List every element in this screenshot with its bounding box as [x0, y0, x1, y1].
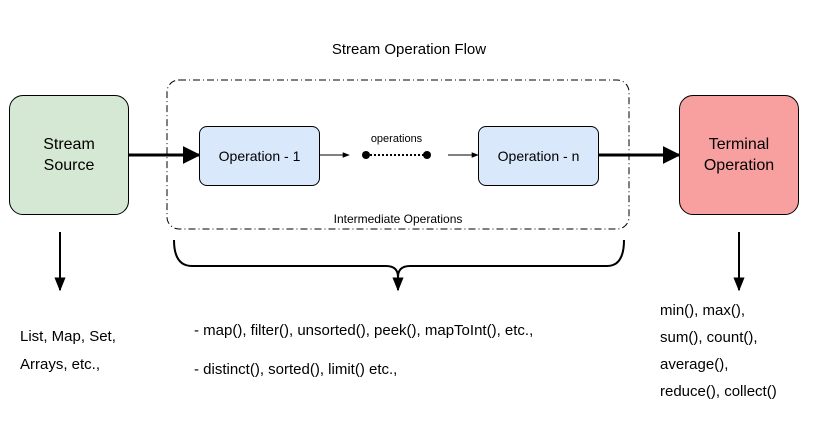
intermediate-examples-line1: - map(), filter(), unsorted(), peek(), m…: [194, 322, 534, 339]
operation-1-label: Operation - 1: [218, 148, 301, 164]
operation-1-box: Operation - 1: [199, 126, 320, 186]
intermediate-examples-line2: - distinct(), sorted(), limit() etc.,: [194, 361, 398, 378]
operation-n-label: Operation - n: [497, 148, 580, 164]
intermediate-brace: [173, 239, 625, 278]
operations-connector-label: operations: [370, 133, 423, 145]
operation-n-box: Operation - n: [478, 126, 599, 186]
intermediate-operations-label: Intermediate Operations: [333, 212, 463, 226]
stream-source-box: Stream Source: [9, 95, 129, 215]
operations-dot-start: [362, 151, 370, 159]
terminal-examples-line2: sum(), count(),: [660, 329, 758, 346]
terminal-label-line2: Operation: [703, 157, 775, 174]
stream-source-label-line1: Stream: [43, 136, 95, 153]
terminal-label-line1: Terminal: [708, 136, 770, 153]
terminal-examples-line3: average(),: [660, 356, 729, 373]
stream-source-label-line2: Source: [43, 157, 95, 174]
source-examples-line2: Arrays, etc.,: [20, 356, 101, 373]
terminal-examples-line1: min(), max(),: [660, 302, 745, 319]
operations-dot-end: [423, 151, 431, 159]
terminal-operation-box: Terminal Operation: [679, 95, 799, 215]
terminal-examples-line4: reduce(), collect(): [660, 383, 777, 400]
diagram-title: Stream Operation Flow: [331, 41, 487, 58]
source-examples-line1: List, Map, Set,: [20, 328, 116, 345]
